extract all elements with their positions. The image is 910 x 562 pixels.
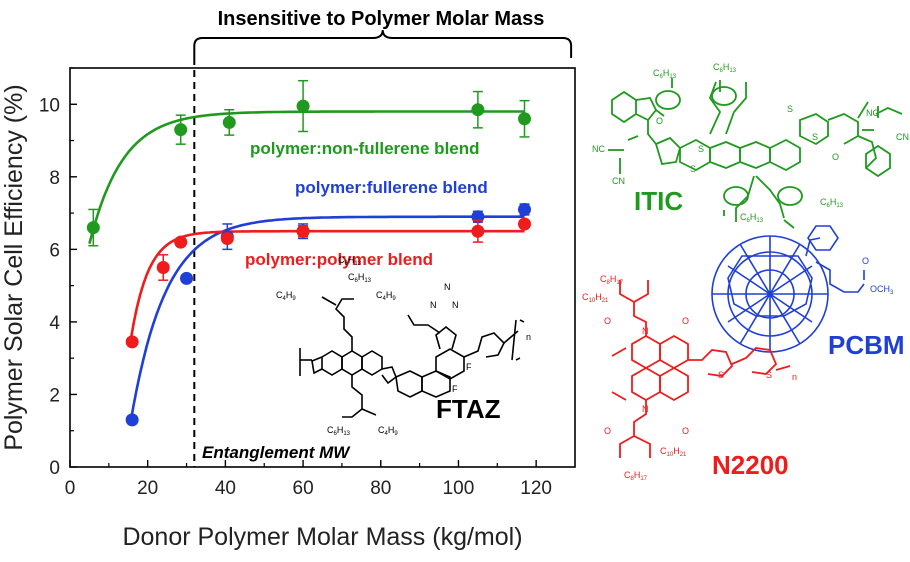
data-point <box>296 224 310 238</box>
itic-structure <box>608 78 903 229</box>
itic-label-nc2: NC <box>866 108 879 118</box>
ftaz-label-c6h13: C6H13 <box>348 272 372 284</box>
n2200-label-o1: O <box>604 316 611 326</box>
ftaz-label-n2: N <box>430 300 437 310</box>
n2200-label-o4: O <box>682 426 689 436</box>
x-tick-label: 60 <box>293 478 314 499</box>
pcbm-label-och3: OCH3 <box>870 284 894 296</box>
data-point <box>125 335 139 349</box>
series-label-polymer: polymer:polymer blend <box>245 250 433 269</box>
itic-label-cn2: CN <box>896 132 909 142</box>
ftaz-label-n: N <box>444 282 451 292</box>
ftaz-label-n-sub: n <box>526 332 531 342</box>
n2200-label-o3: O <box>604 426 611 436</box>
insensitive-bracket <box>193 29 573 58</box>
itic-label-c6h13-2: C6H13 <box>713 62 737 74</box>
data-point <box>174 123 188 137</box>
data-point <box>518 112 531 126</box>
y-tick-label: 6 <box>49 240 60 261</box>
x-axis-label: Donor Polymer Molar Mass (kg/mol) <box>122 523 522 551</box>
ftaz-label-c6h13-bottom: C6H13 <box>327 425 351 437</box>
itic-label-s4: S <box>812 132 818 142</box>
itic-name: ITIC <box>634 186 683 216</box>
data-point <box>471 224 485 238</box>
itic-label-c6h13-1: C6H13 <box>653 68 677 80</box>
n2200-name: N2200 <box>712 450 789 480</box>
y-axis-ticks: 0 2 4 6 8 10 <box>39 67 77 479</box>
itic-label-c6h13-4: C6H13 <box>820 197 844 209</box>
itic-label-c6h13-3: C6H13 <box>740 212 764 224</box>
ftaz-label-c4h9-left: C4H9 <box>276 290 296 302</box>
data-marks <box>86 79 531 427</box>
ftaz-label-c4h9-bottom: C4H9 <box>378 425 398 437</box>
data-point <box>174 235 188 249</box>
n2200-label-c8h17-bottom: C8H17 <box>624 470 648 482</box>
itic-label-o2: O <box>832 152 839 162</box>
y-tick-label: 2 <box>49 385 60 406</box>
n2200-label-s2: S <box>766 370 772 380</box>
x-tick-label: 80 <box>370 478 391 499</box>
data-point <box>296 99 310 113</box>
n2200-label-n-sub: n <box>792 372 797 382</box>
fit-curve <box>128 229 525 344</box>
itic-label-o1: O <box>656 116 663 126</box>
pcbm-structure <box>711 225 865 353</box>
ftaz-label-c4h9: C4H9 <box>376 290 396 302</box>
n2200-label-c8h17-top: C8H17 <box>600 274 624 286</box>
plot-frame <box>69 67 576 468</box>
data-point <box>125 413 139 427</box>
y-axis-label: Polymer Solar Cell Efficiency (%) <box>0 84 28 450</box>
fit-curves <box>88 110 525 425</box>
ftaz-label-f1: F <box>466 362 472 372</box>
y-tick-label: 4 <box>49 313 60 334</box>
data-point <box>518 217 531 231</box>
itic-label-s3: S <box>787 104 793 114</box>
entanglement-label: Entanglement MW <box>202 443 351 462</box>
x-tick-label: 120 <box>520 478 552 499</box>
x-tick-label: 0 <box>65 478 76 499</box>
n2200-label-o2: O <box>682 316 689 326</box>
series-label-fullerene: polymer:fullerene blend <box>295 178 488 197</box>
y-tick-label: 0 <box>49 458 60 479</box>
x-tick-label: 20 <box>137 478 158 499</box>
n2200-structure <box>611 280 791 458</box>
data-point <box>518 202 531 216</box>
itic-label-cn1: CN <box>612 176 625 186</box>
data-point <box>180 271 194 285</box>
n2200-label-c10h21-top: C10H21 <box>582 292 609 304</box>
x-tick-label: 40 <box>215 478 236 499</box>
n2200-label-n2: N <box>642 404 649 414</box>
data-point <box>86 221 100 235</box>
fit-curve <box>128 215 525 425</box>
x-tick-label: 100 <box>443 478 475 499</box>
ftaz-label-n3: N <box>452 300 459 310</box>
fit-curve <box>88 110 525 245</box>
pcbm-name: PCBM <box>828 330 905 360</box>
pcbm-label-o: O <box>862 256 869 266</box>
ftaz-name: FTAZ <box>436 394 501 424</box>
itic-label-s1: S <box>698 144 704 154</box>
itic-label-s2: S <box>690 164 696 174</box>
itic-label-nc1: NC <box>592 144 605 154</box>
data-point <box>156 261 170 274</box>
data-point <box>220 231 234 245</box>
ftaz-structure <box>299 296 525 418</box>
x-axis-ticks: 0 20 40 60 80 100 120 <box>65 460 552 499</box>
ftaz-label-f2: F <box>452 384 458 394</box>
bracket-label: Insensitive to Polymer Molar Mass <box>218 8 545 30</box>
series-label-nonfullerene: polymer:non-fullerene blend <box>250 139 480 158</box>
y-tick-label: 8 <box>49 168 60 189</box>
data-point <box>471 103 485 117</box>
n2200-label-s1: S <box>718 370 724 380</box>
n2200-label-c10h21-bottom: C10H21 <box>660 446 687 458</box>
n2200-label-n1: N <box>642 326 649 336</box>
y-tick-label: 10 <box>39 95 60 116</box>
data-point <box>222 115 236 129</box>
